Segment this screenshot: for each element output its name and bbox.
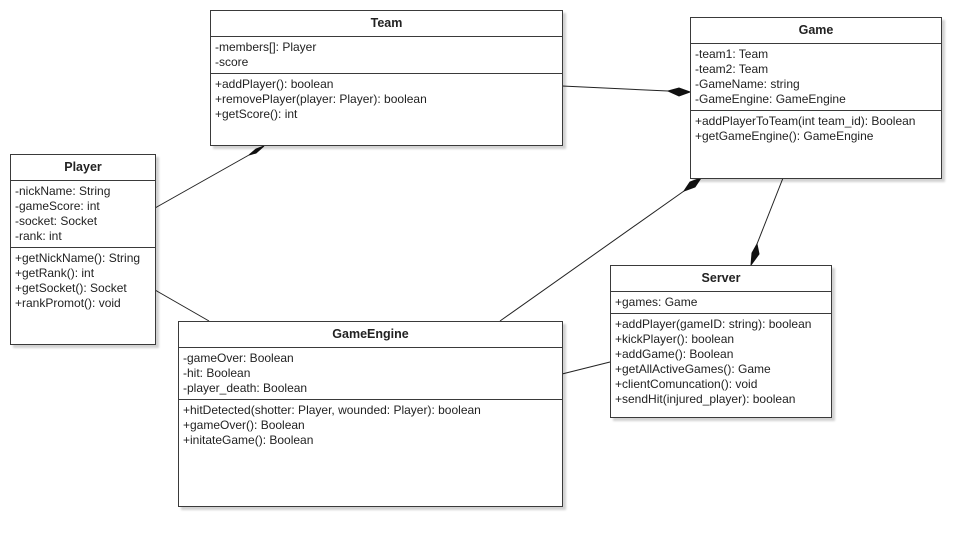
operation: +clientComuncation(): void (615, 377, 758, 391)
gameengine-server-association-line (561, 361, 611, 375)
attribute: -score (215, 55, 249, 69)
attributes-compartment: -nickName: String -gameScore: int -socke… (11, 181, 155, 248)
attributes-compartment: -gameOver: Boolean -hit: Boolean -player… (179, 348, 562, 400)
operation: +getSocket(): Socket (15, 281, 127, 295)
class-name: Game (691, 18, 941, 44)
game-class[interactable]: Game -team1: Team -team2: Team -GameName… (690, 17, 942, 179)
team-composition-diamond (248, 145, 265, 156)
attribute: -player_death: Boolean (183, 381, 308, 395)
operation: +removePlayer(player: Player): boolean (215, 92, 427, 106)
operations-compartment: +addPlayerToTeam(int team_id): Boolean +… (691, 111, 941, 147)
team-game-composition-line (561, 85, 669, 92)
class-name: Server (611, 266, 831, 292)
attribute: -nickName: String (15, 184, 111, 198)
operation: +getAllActiveGames(): Game (615, 362, 771, 376)
attribute: -socket: Socket (15, 214, 98, 228)
class-name: Player (11, 155, 155, 181)
player-gameengine-association-line (154, 289, 210, 322)
attribute: -hit: Boolean (183, 366, 251, 380)
operation: +gameOver(): Boolean (183, 418, 305, 432)
server-composition-diamond (750, 242, 760, 267)
attributes-compartment: +games: Game (611, 292, 831, 314)
server-class[interactable]: Server +games: Game +addPlayer(gameID: s… (610, 265, 832, 418)
game-composition-diamond-gameengine (682, 177, 703, 192)
player-team-composition-line (154, 154, 250, 209)
gameengine-class[interactable]: GameEngine -gameOver: Boolean -hit: Bool… (178, 321, 563, 507)
operation: +addPlayerToTeam(int team_id): Boolean (695, 114, 916, 128)
attribute: -rank: int (15, 229, 62, 243)
operation: +hitDetected(shotter: Player, wounded: P… (183, 403, 481, 417)
operations-compartment: +addPlayer(): boolean +removePlayer(play… (211, 74, 562, 125)
game-composition-diamond-team (666, 87, 692, 97)
operation: +addGame(): Boolean (615, 347, 734, 361)
class-name: GameEngine (179, 322, 562, 348)
operation: +getRank(): int (15, 266, 95, 280)
operation: +getNickName(): String (15, 251, 141, 265)
attribute: -gameOver: Boolean (183, 351, 294, 365)
attribute: -team1: Team (695, 47, 769, 61)
attribute: -GameName: string (695, 77, 800, 91)
attribute: -members[]: Player (215, 40, 317, 54)
operations-compartment: +getNickName(): String +getRank(): int +… (11, 248, 155, 314)
attributes-compartment: -team1: Team -team2: Team -GameName: str… (691, 44, 941, 111)
operation: +kickPlayer(): boolean (615, 332, 735, 346)
operation: +sendHit(injured_player): boolean (615, 392, 796, 406)
team-class[interactable]: Team -members[]: Player -score +addPlaye… (210, 10, 563, 146)
operation: +getScore(): int (215, 107, 298, 121)
player-class[interactable]: Player -nickName: String -gameScore: int… (10, 154, 156, 345)
class-name: Team (211, 11, 562, 37)
gameengine-game-composition-line (499, 190, 685, 322)
operation: +getGameEngine(): GameEngine (695, 129, 874, 143)
attribute: -GameEngine: GameEngine (695, 92, 846, 106)
attribute: +games: Game (615, 295, 698, 309)
game-server-composition-line (756, 177, 784, 245)
operation: +addPlayer(gameID: string): boolean (615, 317, 812, 331)
operation: +rankPromot(): void (15, 296, 121, 310)
attribute: -gameScore: int (15, 199, 100, 213)
operations-compartment: +hitDetected(shotter: Player, wounded: P… (179, 400, 562, 451)
operation: +addPlayer(): boolean (215, 77, 334, 91)
operations-compartment: +addPlayer(gameID: string): boolean +kic… (611, 314, 831, 410)
attributes-compartment: -members[]: Player -score (211, 37, 562, 74)
attribute: -team2: Team (695, 62, 769, 76)
operation: +initateGame(): Boolean (183, 433, 314, 447)
